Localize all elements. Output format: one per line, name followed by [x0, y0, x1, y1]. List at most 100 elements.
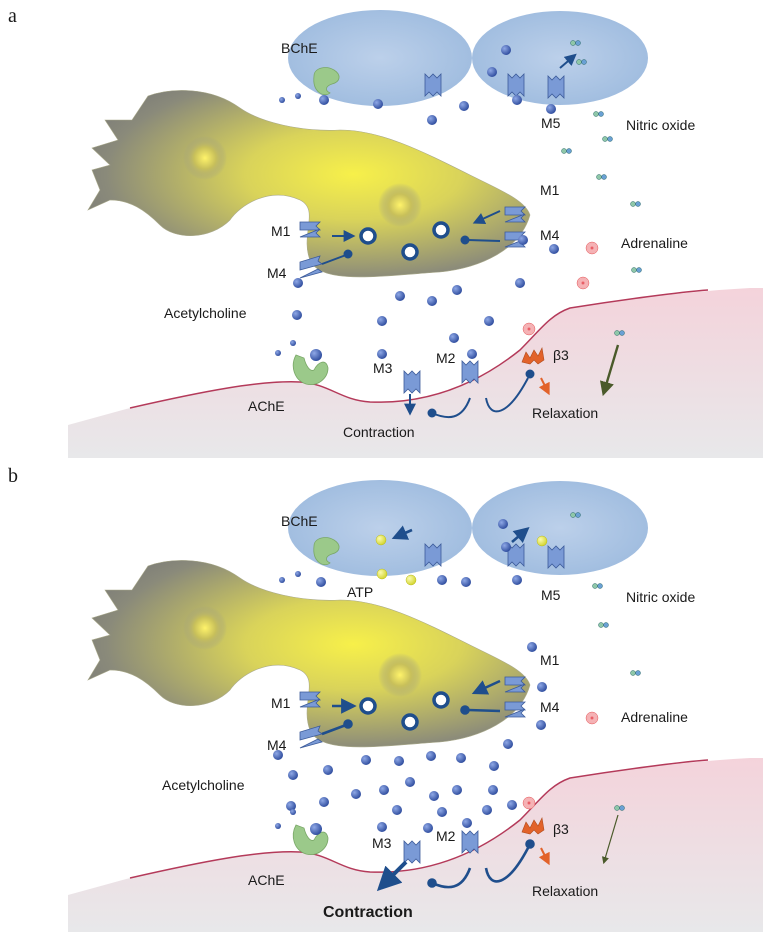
smooth-muscle [68, 288, 763, 458]
receptor-m2 [461, 830, 479, 854]
label-m5: M5 [541, 587, 561, 603]
muscle-membrane [129, 289, 709, 409]
bche-enzyme [313, 537, 340, 566]
interstitial-cell [288, 10, 472, 106]
receptor-m1-right [504, 206, 526, 223]
label-adrenaline: Adrenaline [621, 235, 688, 251]
no-molecule [561, 148, 572, 154]
receptor-m4-left [299, 255, 323, 279]
label-m1-left: M1 [271, 695, 291, 711]
no-molecule [576, 59, 587, 65]
terminal-glow [378, 653, 422, 697]
nitric-oxide-molecules [561, 40, 642, 336]
adrenaline-molecules [522, 241, 599, 336]
label-m4-left: M4 [267, 737, 287, 753]
neuron-soma-glow [183, 606, 227, 650]
smooth-muscle [68, 758, 763, 932]
receptor-m3 [403, 840, 421, 864]
ache-enzyme [292, 354, 329, 385]
label-acetylcholine: Acetylcholine [164, 305, 247, 321]
receptor-m2 [461, 360, 479, 384]
panel-letter: a [8, 5, 17, 27]
no-molecule [630, 201, 641, 207]
no-molecule [598, 622, 609, 628]
label-m4-right: M4 [540, 699, 560, 715]
label-beta3: β3 [553, 347, 569, 363]
signaling-arrows [321, 53, 577, 419]
receptor-m4-left [299, 725, 323, 749]
label-contraction: Contraction [343, 424, 415, 440]
label-m3: M3 [373, 360, 393, 376]
bche-enzyme [313, 67, 340, 96]
label-contraction: Contraction [323, 904, 413, 921]
no-molecule [630, 670, 641, 676]
no-molecule [614, 330, 625, 336]
receptor-m5-3 [547, 75, 565, 99]
label-acetylcholine: Acetylcholine [162, 777, 245, 793]
label-beta3: β3 [553, 821, 569, 837]
no-diffusion-arrow [599, 344, 620, 397]
vesicle [432, 221, 450, 239]
panel-letter: b [8, 465, 18, 487]
panel-b: b [8, 465, 763, 932]
ache-enzyme [292, 824, 329, 855]
vesicle [359, 697, 377, 715]
receptor-m5-1 [424, 73, 442, 97]
label-bche: BChE [281, 40, 318, 56]
label-relaxation: Relaxation [532, 883, 598, 899]
label-m1-right: M1 [540, 182, 560, 198]
receptor-m1-left [299, 691, 321, 708]
neuron-soma-glow [183, 136, 227, 180]
label-m4-right: M4 [540, 227, 560, 243]
no-molecule [592, 583, 603, 589]
receptor-m3 [403, 370, 421, 394]
label-atp: ATP [347, 584, 373, 600]
label-adrenaline: Adrenaline [621, 709, 688, 725]
no-molecule [602, 136, 613, 142]
vesicle [432, 691, 450, 709]
no-molecule [631, 267, 642, 273]
acetylcholine-molecules [275, 45, 559, 361]
relaxation-arrow [538, 377, 550, 396]
label-m2: M2 [436, 828, 456, 844]
label-nitric-oxide: Nitric oxide [626, 117, 695, 133]
vesicle [359, 227, 377, 245]
vesicles [359, 221, 450, 261]
atp-molecules [375, 534, 548, 586]
vesicle [401, 713, 419, 731]
relaxation-arrow [538, 847, 550, 866]
receptor-m5-1 [424, 543, 442, 567]
label-relaxation: Relaxation [532, 405, 598, 421]
vesicles [359, 691, 450, 731]
label-ache: AChE [248, 398, 285, 414]
nitric-oxide-molecules [570, 512, 641, 811]
label-nitric-oxide: Nitric oxide [626, 589, 695, 605]
vesicle [401, 243, 419, 261]
signaling-arrows [321, 525, 535, 892]
no-molecule [570, 40, 581, 46]
neuron [87, 90, 531, 278]
label-bche: BChE [281, 513, 318, 529]
receptor-beta3 [521, 817, 545, 835]
adrenaline-molecules [522, 711, 599, 810]
label-m5: M5 [541, 115, 561, 131]
neuron [87, 560, 531, 748]
label-ache: AChE [248, 872, 285, 888]
no-diffusion-arrow [601, 814, 619, 865]
panel-a: a [8, 5, 763, 458]
acetylcholine-molecules [273, 519, 547, 835]
no-molecule [614, 805, 625, 811]
label-m2: M2 [436, 350, 456, 366]
label-m3: M3 [372, 835, 392, 851]
receptors [299, 543, 565, 864]
label-m4-left: M4 [267, 265, 287, 281]
muscle-membrane [129, 759, 709, 879]
no-molecule [596, 174, 607, 180]
label-m1-right: M1 [540, 652, 560, 668]
receptor-m5-3 [547, 545, 565, 569]
no-molecule [570, 512, 581, 518]
receptor-m4-right [504, 701, 526, 718]
receptor-beta3 [521, 347, 545, 365]
